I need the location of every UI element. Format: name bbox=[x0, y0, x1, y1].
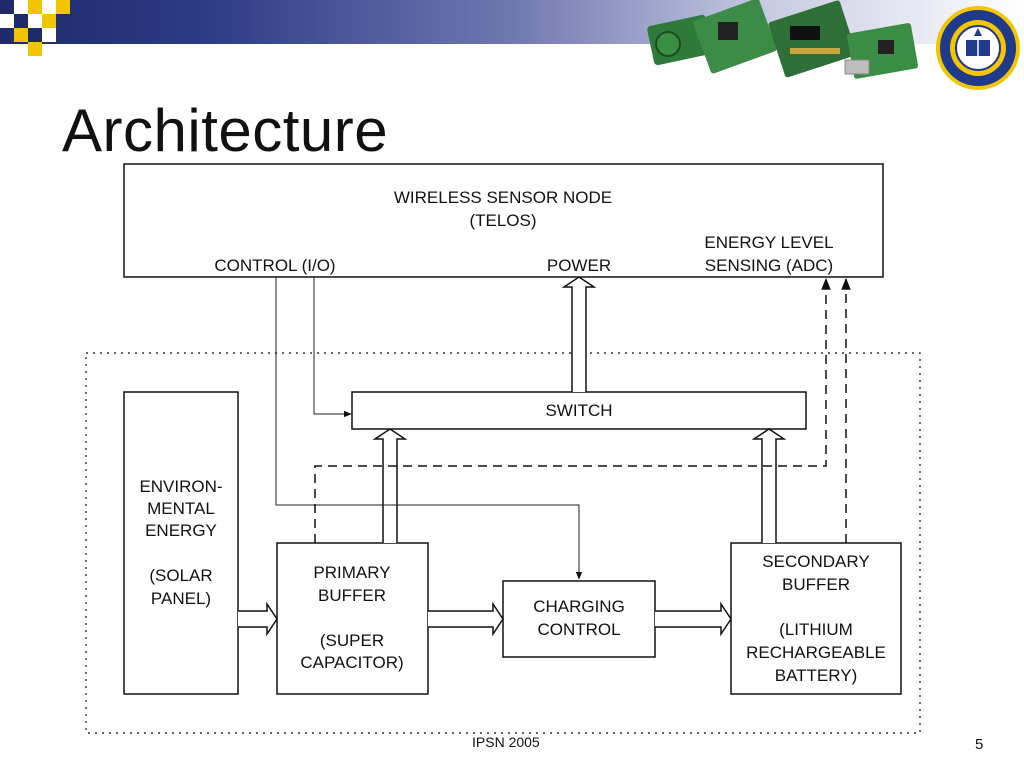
secondary-to-switch-arrow bbox=[751, 428, 787, 543]
charging-to-secondary-arrow bbox=[655, 601, 732, 637]
energy-sensing-label: ENERGY LEVEL bbox=[704, 233, 833, 252]
env-to-primary-arrow bbox=[238, 601, 278, 637]
secondary-label-2: BUFFER bbox=[782, 575, 850, 594]
primary-label-3: (SUPER bbox=[320, 631, 384, 650]
secondary-label-4: RECHARGEABLE bbox=[746, 643, 886, 662]
dotted-enclosure bbox=[85, 352, 921, 734]
university-seal-icon bbox=[936, 6, 1020, 90]
env-label-1: ENVIRON- bbox=[139, 477, 222, 496]
env-label-5: PANEL) bbox=[151, 589, 211, 608]
power-label: POWER bbox=[547, 256, 611, 275]
sensor-node-sublabel: (TELOS) bbox=[469, 211, 536, 230]
primary-label-1: PRIMARY bbox=[313, 563, 390, 582]
page-title: Architecture bbox=[62, 97, 389, 164]
primary-label-2: BUFFER bbox=[318, 586, 386, 605]
control-to-switch-line bbox=[313, 277, 352, 418]
control-io-label: CONTROL (I/O) bbox=[214, 256, 335, 275]
secondary-label-3: (LITHIUM bbox=[779, 620, 853, 639]
footer-text: IPSN 2005 bbox=[472, 734, 540, 750]
switch-label: SWITCH bbox=[545, 401, 612, 420]
primary-to-charging-arrow bbox=[428, 601, 504, 637]
checker-pattern-icon bbox=[0, 0, 70, 56]
charging-label-1: CHARGING bbox=[533, 597, 625, 616]
primary-label-4: CAPACITOR) bbox=[300, 653, 403, 672]
primary-buffer-box bbox=[276, 542, 429, 695]
env-label-2: MENTAL bbox=[147, 499, 215, 518]
control-to-charging-line bbox=[275, 277, 583, 580]
primary-to-switch-arrow bbox=[372, 428, 408, 543]
sensor-node-box bbox=[123, 163, 884, 278]
env-label-4: (SOLAR bbox=[149, 566, 212, 585]
charging-label-2: CONTROL bbox=[537, 620, 620, 639]
secondary-label-5: BATTERY) bbox=[775, 666, 858, 685]
environmental-energy-box bbox=[123, 391, 239, 695]
page-number: 5 bbox=[975, 736, 984, 753]
secondary-buffer-box bbox=[730, 542, 902, 695]
secondary-label-1: SECONDARY bbox=[762, 552, 869, 571]
primary-energy-sensing-dashed bbox=[314, 277, 831, 543]
energy-sensing-sublabel: SENSING (ADC) bbox=[705, 256, 833, 275]
sensor-boards-photo bbox=[647, 0, 919, 79]
env-label-3: ENERGY bbox=[145, 521, 217, 540]
charging-control-box bbox=[502, 580, 656, 658]
power-block-arrow bbox=[561, 276, 597, 392]
sensor-node-label: WIRELESS SENSOR NODE bbox=[394, 188, 612, 207]
switch-box bbox=[351, 391, 807, 430]
